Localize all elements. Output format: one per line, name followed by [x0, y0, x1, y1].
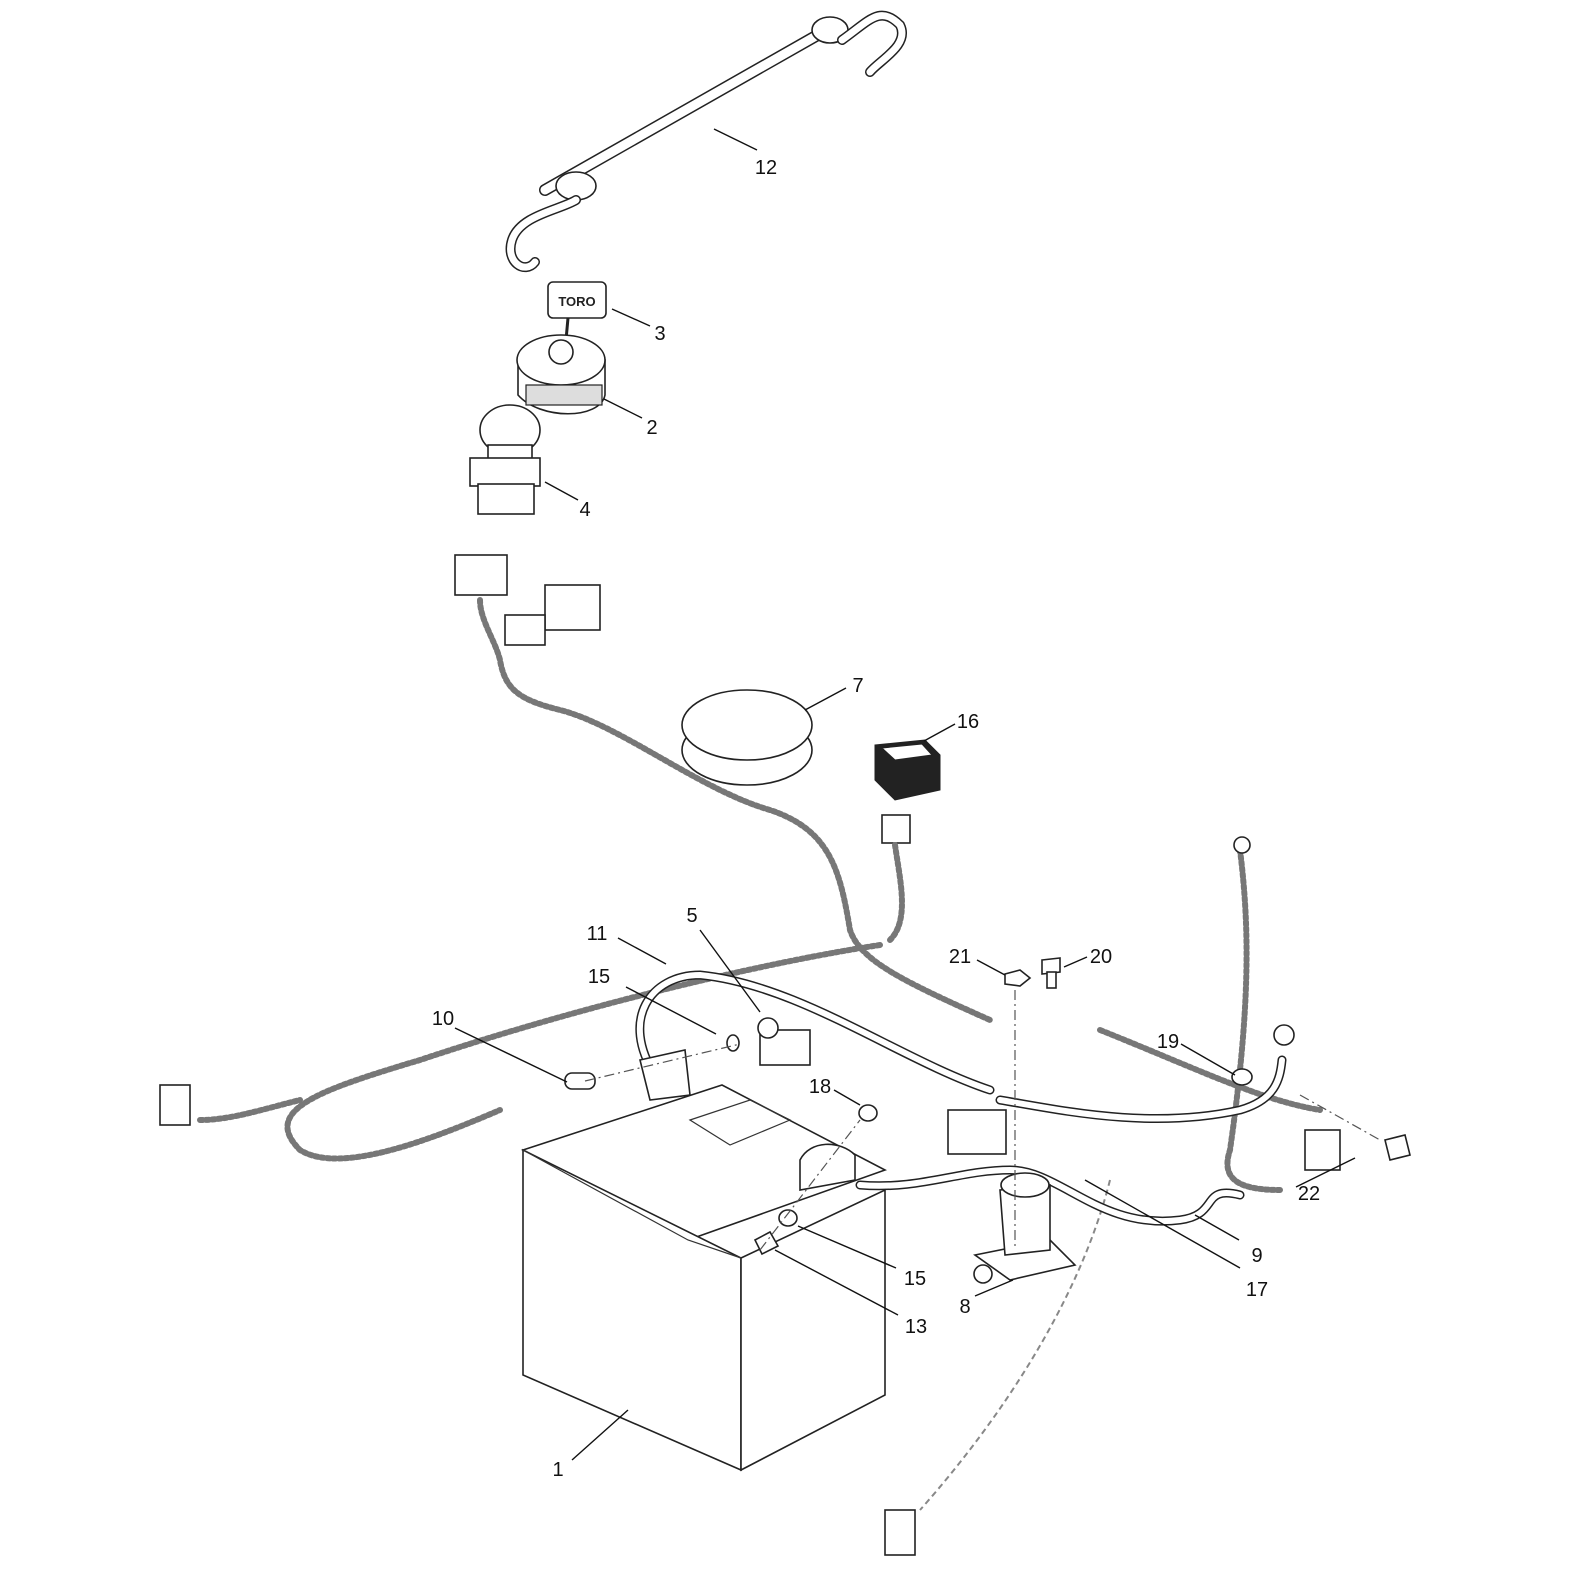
hour-meter-16	[874, 739, 941, 844]
pto-switch-4	[469, 404, 541, 515]
solenoid-8	[947, 1109, 1077, 1284]
callout-15-lower: 15	[904, 1268, 926, 1290]
ignition-key-3: TORO	[547, 281, 607, 341]
callout-20: 20	[1090, 946, 1112, 968]
cover-7	[681, 689, 813, 786]
callout-2: 2	[646, 417, 657, 439]
callout-16: 16	[957, 711, 979, 733]
prop-rod-12	[505, 10, 907, 273]
fasteners	[1004, 957, 1411, 1250]
terminal-hardware	[564, 1017, 878, 1256]
key-tag-text: TORO	[558, 294, 595, 309]
callout-21: 21	[949, 946, 971, 968]
callout-10: 10	[432, 1008, 454, 1030]
callout-17: 17	[1246, 1279, 1268, 1301]
callout-9: 9	[1251, 1245, 1262, 1267]
callout-19: 19	[1157, 1031, 1179, 1053]
wire-harness	[159, 554, 1323, 1556]
callout-8: 8	[959, 1296, 970, 1318]
callout-15-upper: 15	[588, 966, 610, 988]
battery-1	[520, 1084, 887, 1472]
callout-13: 13	[905, 1316, 927, 1338]
battery-cable-11	[635, 970, 995, 1095]
callout-5: 5	[686, 905, 697, 927]
cable-9	[855, 1165, 1245, 1226]
callout-12: 12	[755, 157, 777, 179]
callout-7: 7	[852, 675, 863, 697]
ignition-switch-2	[516, 334, 606, 415]
callout-labels: 12 3 2 4 7 16 11 5 15 10 21 20 19 18 22 …	[432, 157, 1320, 1481]
leader-lines	[454, 128, 1356, 1461]
callout-3: 3	[654, 323, 665, 345]
callout-11: 11	[587, 923, 608, 945]
callout-4: 4	[579, 499, 590, 521]
callout-1: 1	[552, 1459, 563, 1481]
callout-18: 18	[809, 1076, 831, 1098]
cable-17	[995, 1024, 1295, 1124]
callout-22: 22	[1298, 1183, 1320, 1205]
